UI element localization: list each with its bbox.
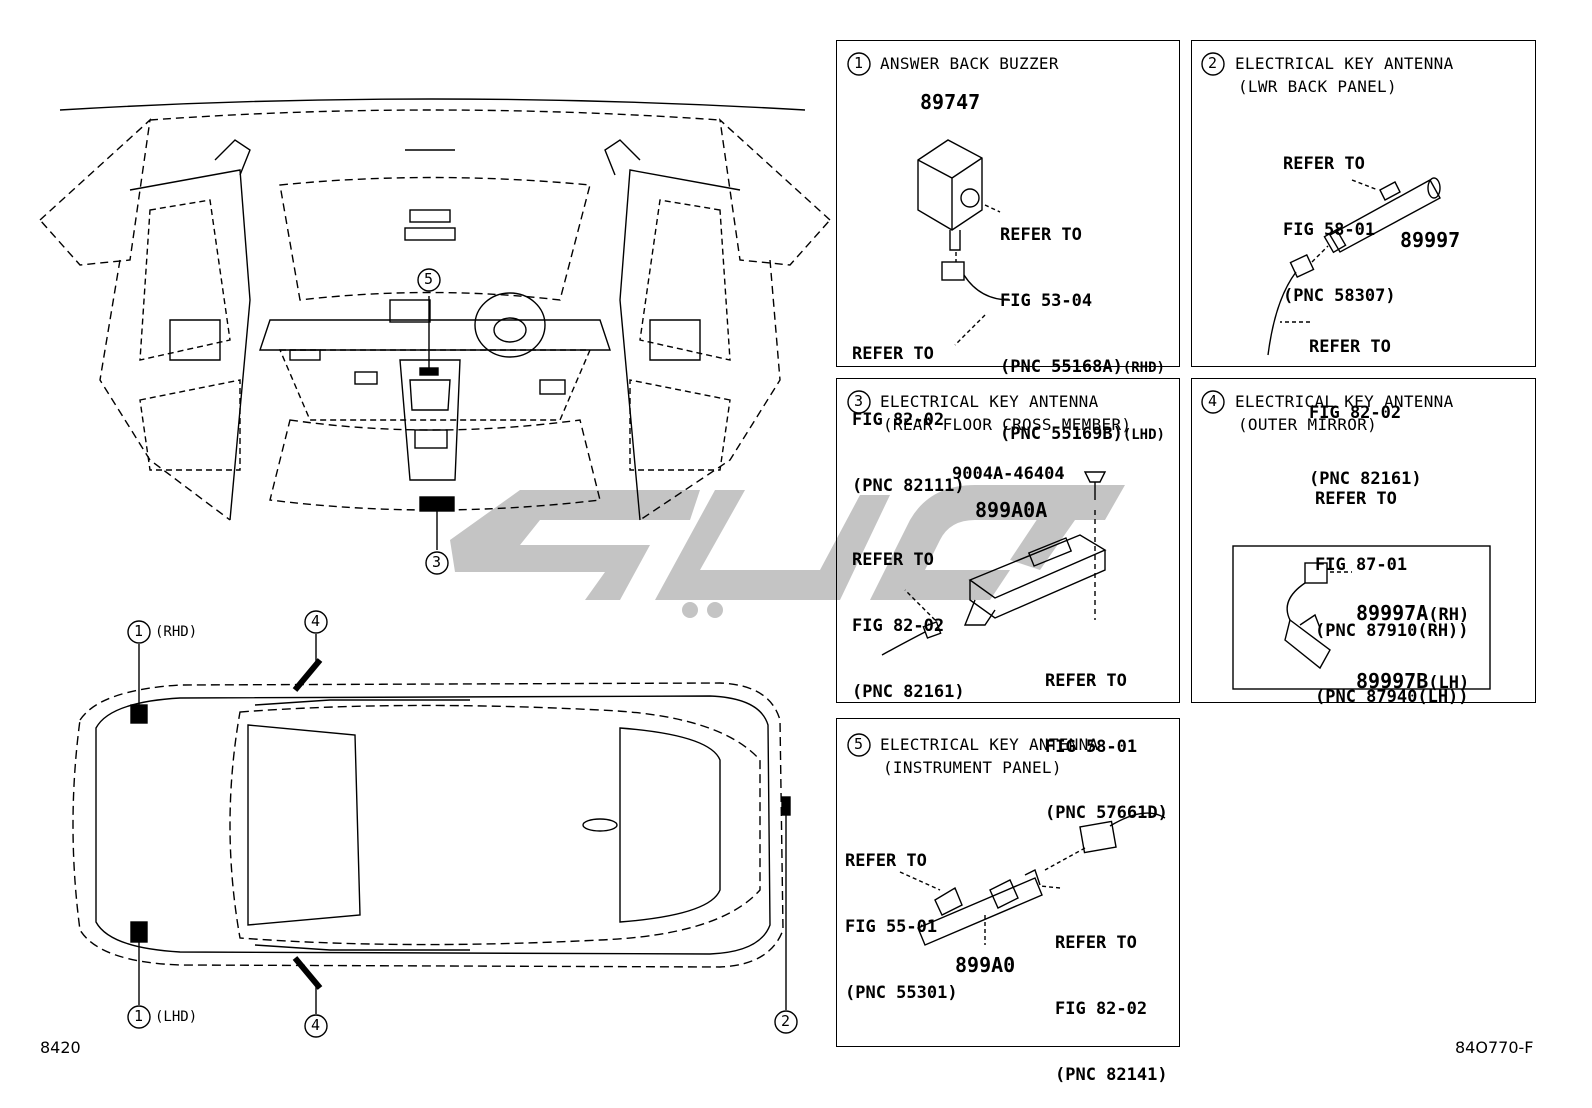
panel-3-box — [836, 378, 1180, 703]
buzzer-icon — [917, 139, 983, 251]
antenna-icon — [1284, 562, 1352, 670]
figure-id-right: 84O770-F — [1455, 1038, 1534, 1057]
figure-id-left: 8420 — [40, 1038, 81, 1057]
panel-4-number: 4 — [1208, 392, 1218, 410]
panel-2-box — [1191, 40, 1536, 367]
interior-callout-3: 3 — [432, 553, 442, 571]
panel-1-box — [836, 40, 1180, 367]
top-callout-4-upper: 4 — [311, 612, 321, 630]
panel-4-title: ELECTRICAL KEY ANTENNA — [1235, 392, 1454, 411]
panel-4-ref-a: REFER TO FIG 87-01 (PNC 87910(RH)) (PNC … — [1315, 489, 1469, 707]
panel-3-title: ELECTRICAL KEY ANTENNA — [880, 392, 1099, 411]
panel-2-title: ELECTRICAL KEY ANTENNA — [1235, 54, 1454, 73]
panel-2-ref-a: REFER TO FIG 58-01 (PNC 58307) — [1283, 154, 1396, 306]
panel-3-part-number: 899A0A — [975, 498, 1048, 522]
top-callout-1-lhd-number: 1 — [134, 1007, 144, 1025]
panel-3-clip-part-number: 9004A-46404 — [952, 464, 1065, 484]
connector-icon — [1267, 179, 1379, 356]
connector-icon — [941, 252, 1011, 346]
panel-1-ref-a: REFER TO FIG 53-04 (PNC 55168A)(RHD) (PN… — [1000, 225, 1165, 444]
panel-2-part-number: 89997 — [1400, 228, 1461, 252]
panel-2-number: 2 — [1208, 54, 1218, 72]
panel-3-ref-a: REFER TO FIG 82-02 (PNC 82161) — [852, 550, 965, 702]
watermark-logo — [450, 485, 1125, 618]
panel-2-ref-b: REFER TO FIG 82-02 (PNC 82161) — [1309, 337, 1422, 489]
top-callout-lhd: (LHD) — [155, 1009, 198, 1025]
interior-view — [39, 98, 831, 575]
panel-1-part-number: 89747 — [920, 90, 981, 114]
panel-1-number: 1 — [854, 54, 864, 72]
panel-5-ref-b: REFER TO FIG 82-02 (PNC 82141) — [1055, 933, 1168, 1085]
top-callout-2: 2 — [781, 1012, 791, 1030]
panel-3-number: 3 — [854, 392, 864, 410]
panel-4-subtitle: (OUTER MIRROR) — [1238, 415, 1378, 434]
top-callout-1-rhd-number: 1 — [134, 622, 144, 640]
panel-5-box — [836, 718, 1180, 1047]
panel-5-title: ELECTRICAL KEY ANTENNA — [880, 735, 1099, 754]
top-callout-rhd: (RHD) — [155, 624, 198, 640]
antenna-icon — [917, 869, 1043, 946]
antenna-icon — [963, 534, 1107, 626]
panel-5-number: 5 — [854, 735, 864, 753]
antenna-icon — [1323, 177, 1441, 254]
panel-1-title: ANSWER BACK BUZZER — [880, 54, 1059, 73]
panel-4-part-numbers: 89997A(RH) 89997B(LH) — [1356, 601, 1470, 693]
mirror-antenna-detail-box — [1232, 545, 1491, 690]
panel-5-ref-a: REFER TO FIG 55-01 (PNC 55301) — [845, 851, 958, 1003]
panel-3-ref-b: REFER TO FIG 58-01 (PNC 57661D) — [1045, 671, 1168, 823]
interior-callout-5: 5 — [424, 270, 434, 288]
connector-icon — [881, 589, 942, 656]
panel-5-subtitle: (INSTRUMENT PANEL) — [883, 758, 1062, 777]
panel-1-ref-b: REFER TO FIG 82-02 (PNC 82111) — [852, 344, 965, 496]
clip-icon — [1083, 471, 1107, 620]
panel-5-part-number: 899A0 — [955, 953, 1016, 977]
car-top-view — [72, 610, 798, 1038]
panel-4-box — [1191, 378, 1536, 703]
top-callout-4-lower: 4 — [311, 1016, 321, 1034]
panel-3-subtitle: (REAR FLOOR CROSS MEMBER) — [883, 415, 1132, 434]
panel-2-subtitle: (LWR BACK PANEL) — [1238, 77, 1397, 96]
connector-icon — [899, 812, 1166, 891]
